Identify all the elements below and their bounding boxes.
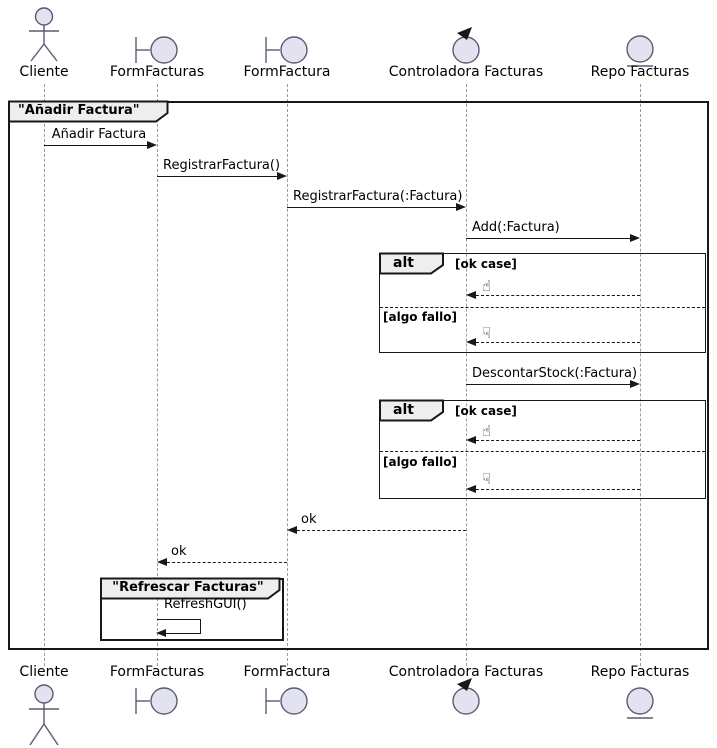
outer-frame <box>8 101 709 650</box>
arrowhead-right-icon <box>630 234 640 242</box>
message-line <box>287 207 457 208</box>
inner-frame-tab <box>100 577 281 600</box>
participant-label-cliente: Cliente <box>19 64 69 80</box>
alt-block-2 <box>379 400 706 499</box>
alt-2-operator: alt <box>393 402 414 418</box>
alt-2-tab <box>379 399 444 422</box>
message-line <box>157 176 278 177</box>
outer-frame-tab <box>8 100 169 123</box>
actor-icon <box>29 7 59 62</box>
alt-2-guard-ok: [ok case] <box>455 404 517 418</box>
lifeline-formfacturas <box>156 84 158 666</box>
return-line-dashed <box>297 530 466 531</box>
alt-1-guard-ok: [ok case] <box>455 257 517 271</box>
alt-1-tab <box>379 252 444 275</box>
message-line <box>466 238 631 239</box>
alt-1-divider <box>380 307 705 308</box>
return-line-dashed <box>476 440 640 441</box>
actor-icon <box>29 684 59 746</box>
participant-label-formfacturas: FormFacturas <box>109 64 205 80</box>
participant-label-controladora: Controladora Facturas <box>388 64 544 80</box>
control-icon <box>452 27 480 64</box>
alt-1-operator: alt <box>393 255 414 271</box>
alt-block-1 <box>379 253 706 353</box>
return-line-dashed <box>476 489 640 490</box>
message-refresh-gui: RefreshGUI() <box>164 597 247 612</box>
entity-icon <box>626 687 654 719</box>
arrowhead-left-icon <box>466 291 476 299</box>
boundary-icon <box>135 36 178 64</box>
arrowhead-left-icon <box>156 629 166 637</box>
alt-1-guard-fail: [algo fallo] <box>383 310 457 324</box>
participant-label-controladora-bottom: Controladora Facturas <box>388 664 544 680</box>
thumbs-up-icon: ☝ <box>482 277 492 295</box>
lifeline-formfactura <box>286 84 288 666</box>
participant-label-formfactura-bottom: FormFactura <box>243 664 331 680</box>
message-line <box>466 384 631 385</box>
thumbs-down-icon: ☟ <box>482 470 492 488</box>
arrowhead-right-icon <box>456 203 466 211</box>
outer-frame-title: "Añadir Factura" <box>18 103 140 118</box>
self-message-line-bottom <box>163 633 201 634</box>
message-line <box>44 145 148 146</box>
message-add-factura: Add(:Factura) <box>472 220 560 235</box>
arrowhead-left-icon <box>157 558 167 566</box>
participant-label-repo: Repo Facturas <box>590 64 690 80</box>
control-icon <box>452 678 480 715</box>
inner-frame-title: "Refrescar Facturas" <box>112 580 264 595</box>
alt-2-divider <box>380 451 705 452</box>
thumbs-down-icon: ☟ <box>482 324 492 342</box>
self-message-line-top <box>157 619 201 620</box>
arrowhead-left-icon <box>287 526 297 534</box>
boundary-icon <box>265 687 308 715</box>
arrowhead-right-icon <box>147 141 157 149</box>
self-message-line-right <box>200 619 201 634</box>
arrowhead-right-icon <box>277 172 287 180</box>
message-anadir-factura: Añadir Factura <box>51 127 147 142</box>
reply-ok-1: ok <box>301 512 317 527</box>
participant-label-formfacturas-bottom: FormFacturas <box>109 664 205 680</box>
alt-2-guard-fail: [algo fallo] <box>383 455 457 469</box>
return-line-dashed <box>476 295 640 296</box>
message-registrar-factura: RegistrarFactura() <box>163 158 281 173</box>
participant-label-formfactura: FormFactura <box>243 64 331 80</box>
reply-ok-2: ok <box>171 544 187 559</box>
return-line-dashed <box>476 342 640 343</box>
arrowhead-left-icon <box>466 485 476 493</box>
lifeline-repo <box>639 84 641 666</box>
participant-label-repo-bottom: Repo Facturas <box>590 664 690 680</box>
entity-icon <box>626 35 654 67</box>
thumbs-up-icon: ☝ <box>482 422 492 440</box>
return-line-dashed <box>167 562 287 563</box>
boundary-icon <box>135 687 178 715</box>
arrowhead-left-icon <box>466 338 476 346</box>
boundary-icon <box>265 36 308 64</box>
message-descontar-stock: DescontarStock(:Factura) <box>472 366 638 381</box>
participant-label-cliente-bottom: Cliente <box>19 664 69 680</box>
arrowhead-left-icon <box>466 436 476 444</box>
lifeline-controladora <box>465 84 467 666</box>
message-registrar-factura-param: RegistrarFactura(:Factura) <box>293 189 463 204</box>
arrowhead-right-icon <box>630 380 640 388</box>
lifeline-cliente <box>43 84 45 666</box>
